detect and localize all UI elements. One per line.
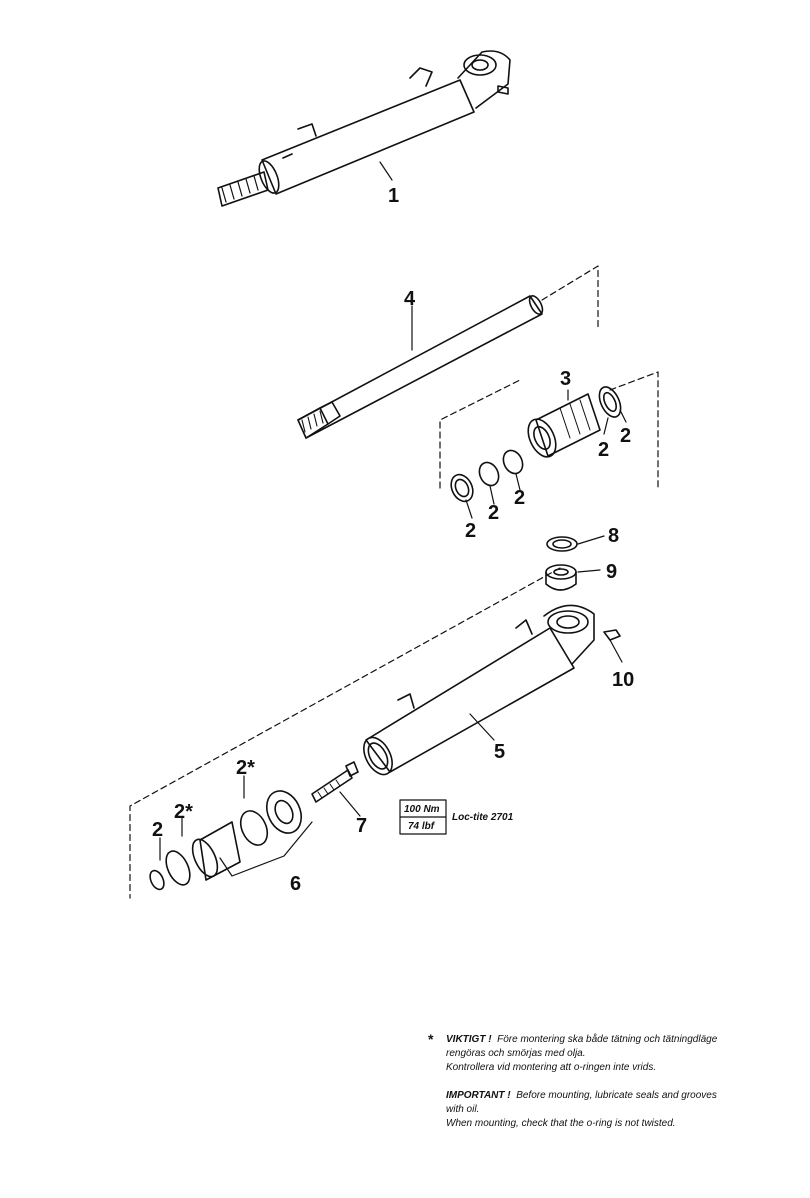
callout-10: 10: [612, 669, 634, 691]
note-sv-line1: Före montering ska både tätning och tätn…: [497, 1034, 718, 1045]
callout-8: 8: [608, 525, 619, 547]
note-english: IMPORTANT ! Before mounting, lubricate s…: [446, 1089, 798, 1131]
cylinder-tube: [363, 604, 621, 776]
callout-9: 9: [606, 561, 617, 583]
note-en-lead: IMPORTANT !: [446, 1090, 511, 1101]
note-sv-line2: rengöras och smörjas med olja.: [446, 1048, 586, 1059]
callout-2-star: 2*: [236, 757, 255, 779]
seal-kit-upper: [450, 386, 622, 503]
callout-2: 2: [620, 425, 631, 447]
callouts: 1 4 3 2 2 2 2 2 8 9 10 5 2* 2* 2 7 6: [152, 185, 634, 895]
piston-rod: [297, 295, 544, 439]
callout-2-star: 2*: [174, 801, 193, 823]
callout-4: 4: [404, 288, 416, 310]
callout-5: 5: [494, 741, 505, 763]
note-star: *: [428, 1031, 434, 1047]
callout-6: 6: [290, 873, 301, 895]
callout-3: 3: [560, 368, 571, 390]
loctite-label: Loc-tite 2701: [452, 812, 514, 823]
note-en-line3: When mounting, check that the o-ring is …: [446, 1118, 676, 1129]
leader-lines: [159, 161, 627, 877]
note-sv-lead: VIKTIGT !: [446, 1034, 492, 1045]
alignment-guides: [129, 265, 659, 899]
callout-1: 1: [388, 185, 399, 207]
washer-and-bushing: [545, 536, 578, 591]
torque-box: [399, 799, 447, 835]
torque-nm: 100 Nm: [404, 804, 440, 815]
important-note: * VIKTIGT ! Före montering ska både tätn…: [428, 1031, 798, 1131]
callout-2: 2: [598, 439, 609, 461]
note-en-line1: Before mounting, lubricate seals and gro…: [516, 1090, 717, 1101]
callout-2: 2: [488, 502, 499, 524]
callout-2: 2: [152, 819, 163, 841]
note-en-line2: with oil.: [446, 1104, 480, 1115]
note-swedish: VIKTIGT ! Före montering ska både tätnin…: [446, 1033, 798, 1075]
callout-2: 2: [514, 487, 525, 509]
torque-lbf: 74 lbf: [408, 821, 436, 832]
note-sv-line3: Kontrollera vid montering att o-ringen i…: [446, 1062, 657, 1073]
callout-7: 7: [356, 815, 367, 837]
piston-assembly-lower: [149, 761, 359, 891]
assembled-cylinder: [217, 50, 511, 207]
callout-2: 2: [465, 520, 476, 542]
